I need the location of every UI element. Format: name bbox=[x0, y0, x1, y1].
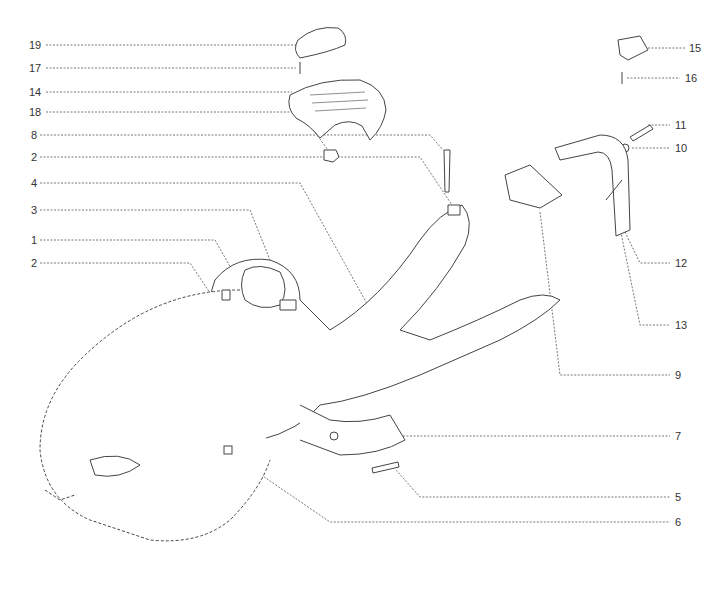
callout-number: 17 bbox=[28, 62, 42, 74]
callout-number: 7 bbox=[674, 430, 682, 442]
callout-number: 8 bbox=[30, 129, 38, 141]
callout-number: 11 bbox=[674, 119, 687, 131]
callout-number: 3 bbox=[30, 204, 38, 216]
callout-number: 6 bbox=[674, 516, 682, 528]
callout-number: 4 bbox=[30, 177, 38, 189]
callout-number: 5 bbox=[674, 491, 682, 503]
callout-number: 18 bbox=[28, 106, 42, 118]
callout-number: 15 bbox=[688, 42, 702, 54]
callout-number: 2 bbox=[30, 257, 38, 269]
callout-number: 2 bbox=[30, 151, 38, 163]
callout-number: 14 bbox=[28, 86, 42, 98]
callout-number: 1 bbox=[30, 234, 38, 246]
callout-number: 19 bbox=[28, 39, 42, 51]
callout-number: 13 bbox=[674, 319, 688, 331]
callout-number: 12 bbox=[674, 257, 688, 269]
part-outlines bbox=[40, 28, 653, 541]
callout-number: 9 bbox=[674, 369, 682, 381]
callout-number: 16 bbox=[684, 72, 698, 84]
callout-number: 10 bbox=[674, 142, 688, 154]
